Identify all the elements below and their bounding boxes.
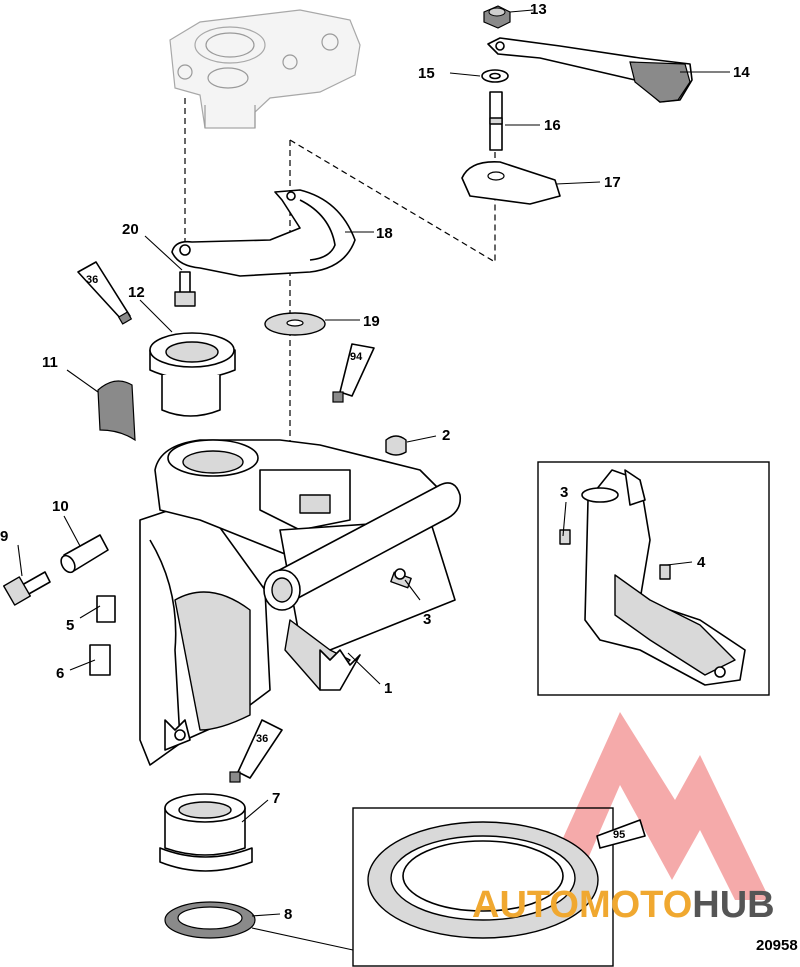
callout-7: 7 <box>272 790 280 807</box>
pad-part-6 <box>89 644 111 676</box>
pad-part-5 <box>96 595 116 623</box>
callout-6: 6 <box>56 665 64 682</box>
bolt-part-20 <box>174 271 196 307</box>
callout-8: 8 <box>284 906 292 923</box>
callout-3-inset: 3 <box>560 484 568 501</box>
pin-part-16 <box>489 91 503 151</box>
lubricant-tube-36-lower: 36 <box>229 719 283 783</box>
washer-part-15 <box>481 69 509 83</box>
leader-lines <box>17 9 730 951</box>
bushing-insert-part-11 <box>97 380 136 442</box>
callout-3: 3 <box>423 611 431 628</box>
lubricant-tube-94: 94 <box>332 343 375 403</box>
svg-text:AUTOMOTOHUB: AUTOMOTOHUB <box>472 884 775 926</box>
cap-part-2 <box>385 435 407 456</box>
callout-12: 12 <box>128 284 145 301</box>
tilt-lock-lever-part-14 <box>487 37 693 103</box>
sleeve-part-10 <box>60 534 109 574</box>
watermark-prefix: AUTO <box>472 884 579 926</box>
callout-11: 11 <box>42 354 58 371</box>
callout-1: 1 <box>384 680 392 697</box>
grease-fitting-part-3 <box>390 568 412 589</box>
callout-4: 4 <box>697 554 706 571</box>
steering-arm-bracket-part-18 <box>171 189 356 277</box>
seal-part-8 <box>164 901 256 939</box>
nut-part-13 <box>483 5 511 29</box>
tube-label: 36 <box>256 733 268 745</box>
upper-bushing-part-12 <box>149 332 236 417</box>
lubricant-tube-36-upper: 36 <box>77 261 133 325</box>
callout-14: 14 <box>733 64 750 81</box>
mounting-housing-ghost <box>169 9 361 129</box>
callout-5: 5 <box>66 617 74 634</box>
callout-9: 9 <box>0 528 8 545</box>
inset-detail-box <box>537 461 770 696</box>
cam-part-17 <box>461 161 561 205</box>
lower-bushing-part-7 <box>159 793 253 872</box>
tube-label: 94 <box>350 351 363 363</box>
callout-labels: 1 2 3 3 4 5 6 7 8 9 10 11 12 13 14 15 16… <box>0 1 750 923</box>
seal-detail-box: 95 <box>352 807 646 967</box>
callout-19: 19 <box>363 313 380 330</box>
callout-15: 15 <box>418 65 435 82</box>
callout-16: 16 <box>544 117 561 134</box>
callout-17: 17 <box>604 174 621 191</box>
watermark-text: AUTOMOTOHUB <box>472 884 775 926</box>
washer-part-19 <box>264 312 326 336</box>
tube-label: 36 <box>86 274 98 286</box>
bolt-part-9 <box>3 571 51 606</box>
tube-label: 95 <box>613 829 625 841</box>
figure-number: 20958 <box>756 937 798 954</box>
callout-13: 13 <box>530 1 547 18</box>
callout-10: 10 <box>52 498 69 515</box>
swivel-bracket-part-1 <box>139 439 462 766</box>
callout-2: 2 <box>442 427 450 444</box>
callout-20: 20 <box>122 221 139 238</box>
watermark-suffix: HUB <box>692 884 774 926</box>
callout-18: 18 <box>376 225 393 242</box>
watermark-middle: MOTO <box>579 884 692 926</box>
